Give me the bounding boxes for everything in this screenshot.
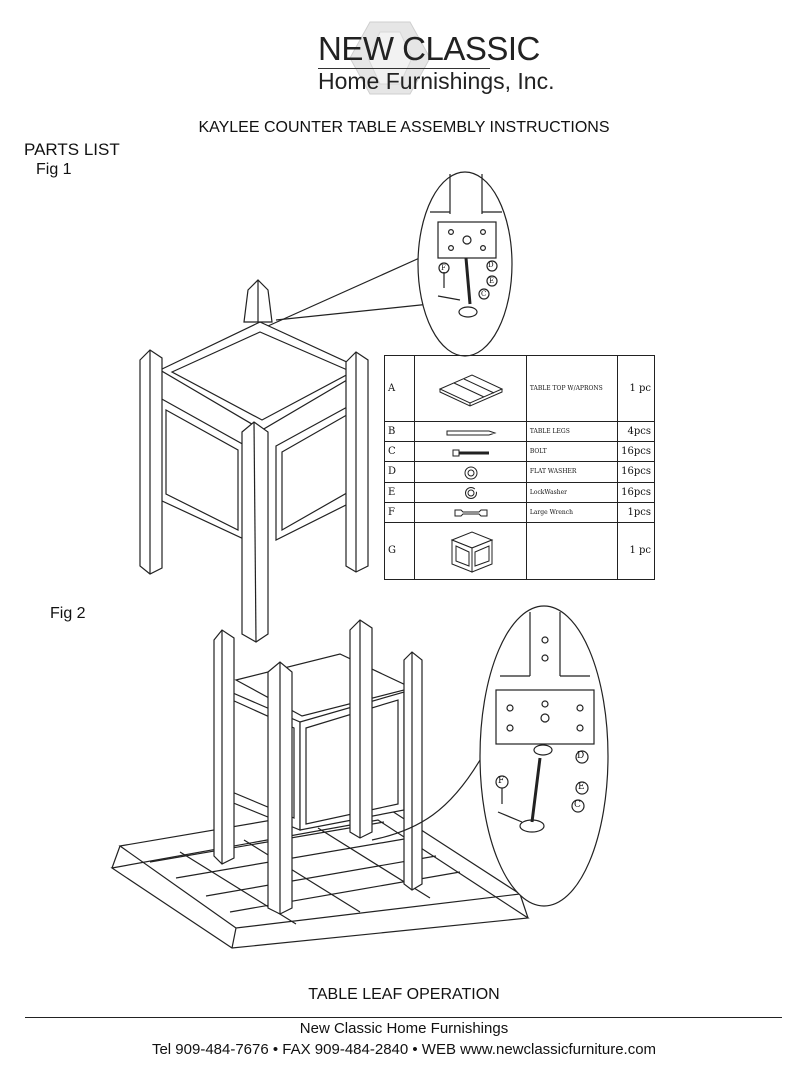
wrench-icon [454,509,488,517]
part-description [525,521,619,581]
company-logo: NEW CLASSIC Home Furnishings, Inc. [300,18,554,98]
parts-row-e: E LockWasher 16pcs [383,481,655,503]
fig1-callout-f: F [441,264,446,272]
parts-list-heading: PARTS LIST [24,140,120,159]
table-top-icon [438,374,503,407]
part-letter: E [383,481,416,503]
fig1-callout-d: D [488,261,494,269]
parts-row-a: A TABLE TOP W/APRONS 1 pc [383,354,655,423]
part-description: FLAT WASHER [525,461,619,483]
part-letter: G [383,521,416,581]
parts-row-c: C BOLT 16pcs [383,441,655,463]
fig1-label: Fig 1 [36,161,72,178]
fig2-bolt-detail-drawing [479,605,609,907]
fig2-assembly-drawing [110,619,530,949]
parts-table: A TABLE TOP W/APRONS 1 pc B TABLE LEGS 4… [383,354,655,581]
fig1-bolt-detail-drawing [417,171,513,357]
fig1-table-base-drawing [139,255,431,643]
part-description: Large Wrench [525,501,619,523]
fig1-callout-e: E [489,277,495,285]
part-quantity: 1 pc [617,354,655,423]
part-description: BOLT [525,441,619,463]
part-letter: F [383,501,416,523]
page-title: KAYLEE COUNTER TABLE ASSEMBLY INSTRUCTIO… [198,119,610,136]
fig2-callout-c: C [574,800,581,810]
part-description: LockWasher [525,481,619,503]
part-quantity: 4pcs [617,421,655,443]
logo-rule [318,68,490,69]
parts-row-d: D FLAT WASHER 16pcs [383,461,655,483]
footer-contact: Tel 909-484-7676 • FAX 909-484-2840 • WE… [151,1041,657,1058]
footer-company: New Classic Home Furnishings [299,1020,509,1037]
part-description: TABLE TOP W/APRONS [525,354,619,423]
part-quantity: 16pcs [617,441,655,463]
flat-washer-icon [464,466,478,480]
part-description: TABLE LEGS [525,421,619,443]
part-quantity: 16pcs [617,461,655,483]
logo-mark-icon [349,21,431,95]
part-quantity: 1 pc [617,521,655,581]
parts-row-g: G 1 pc [383,521,655,581]
logo-subline: Home Furnishings, Inc. [318,68,555,94]
fig2-label: Fig 2 [50,605,86,622]
fig1-callout-c: C [481,290,487,298]
part-quantity: 1pcs [617,501,655,523]
fig2-callout-d: D [577,751,585,761]
cabinet-icon [450,531,494,573]
part-letter: C [383,441,416,463]
part-quantity: 16pcs [617,481,655,503]
parts-row-b: B TABLE LEGS 4pcs [383,421,655,443]
lock-washer-icon [464,487,477,500]
logo-name: NEW CLASSIC [318,30,540,67]
fig2-callout-e: E [578,782,585,792]
part-letter: D [383,461,416,483]
part-letter: A [383,354,416,423]
table-leg-icon [446,430,497,436]
fig2-callout-f: F [498,776,505,786]
parts-row-f: F Large Wrench 1pcs [383,501,655,523]
table-leaf-operation-heading: TABLE LEAF OPERATION [308,986,500,1003]
bolt-icon [452,449,489,457]
part-letter: B [383,421,416,443]
footer-divider [25,1017,782,1018]
